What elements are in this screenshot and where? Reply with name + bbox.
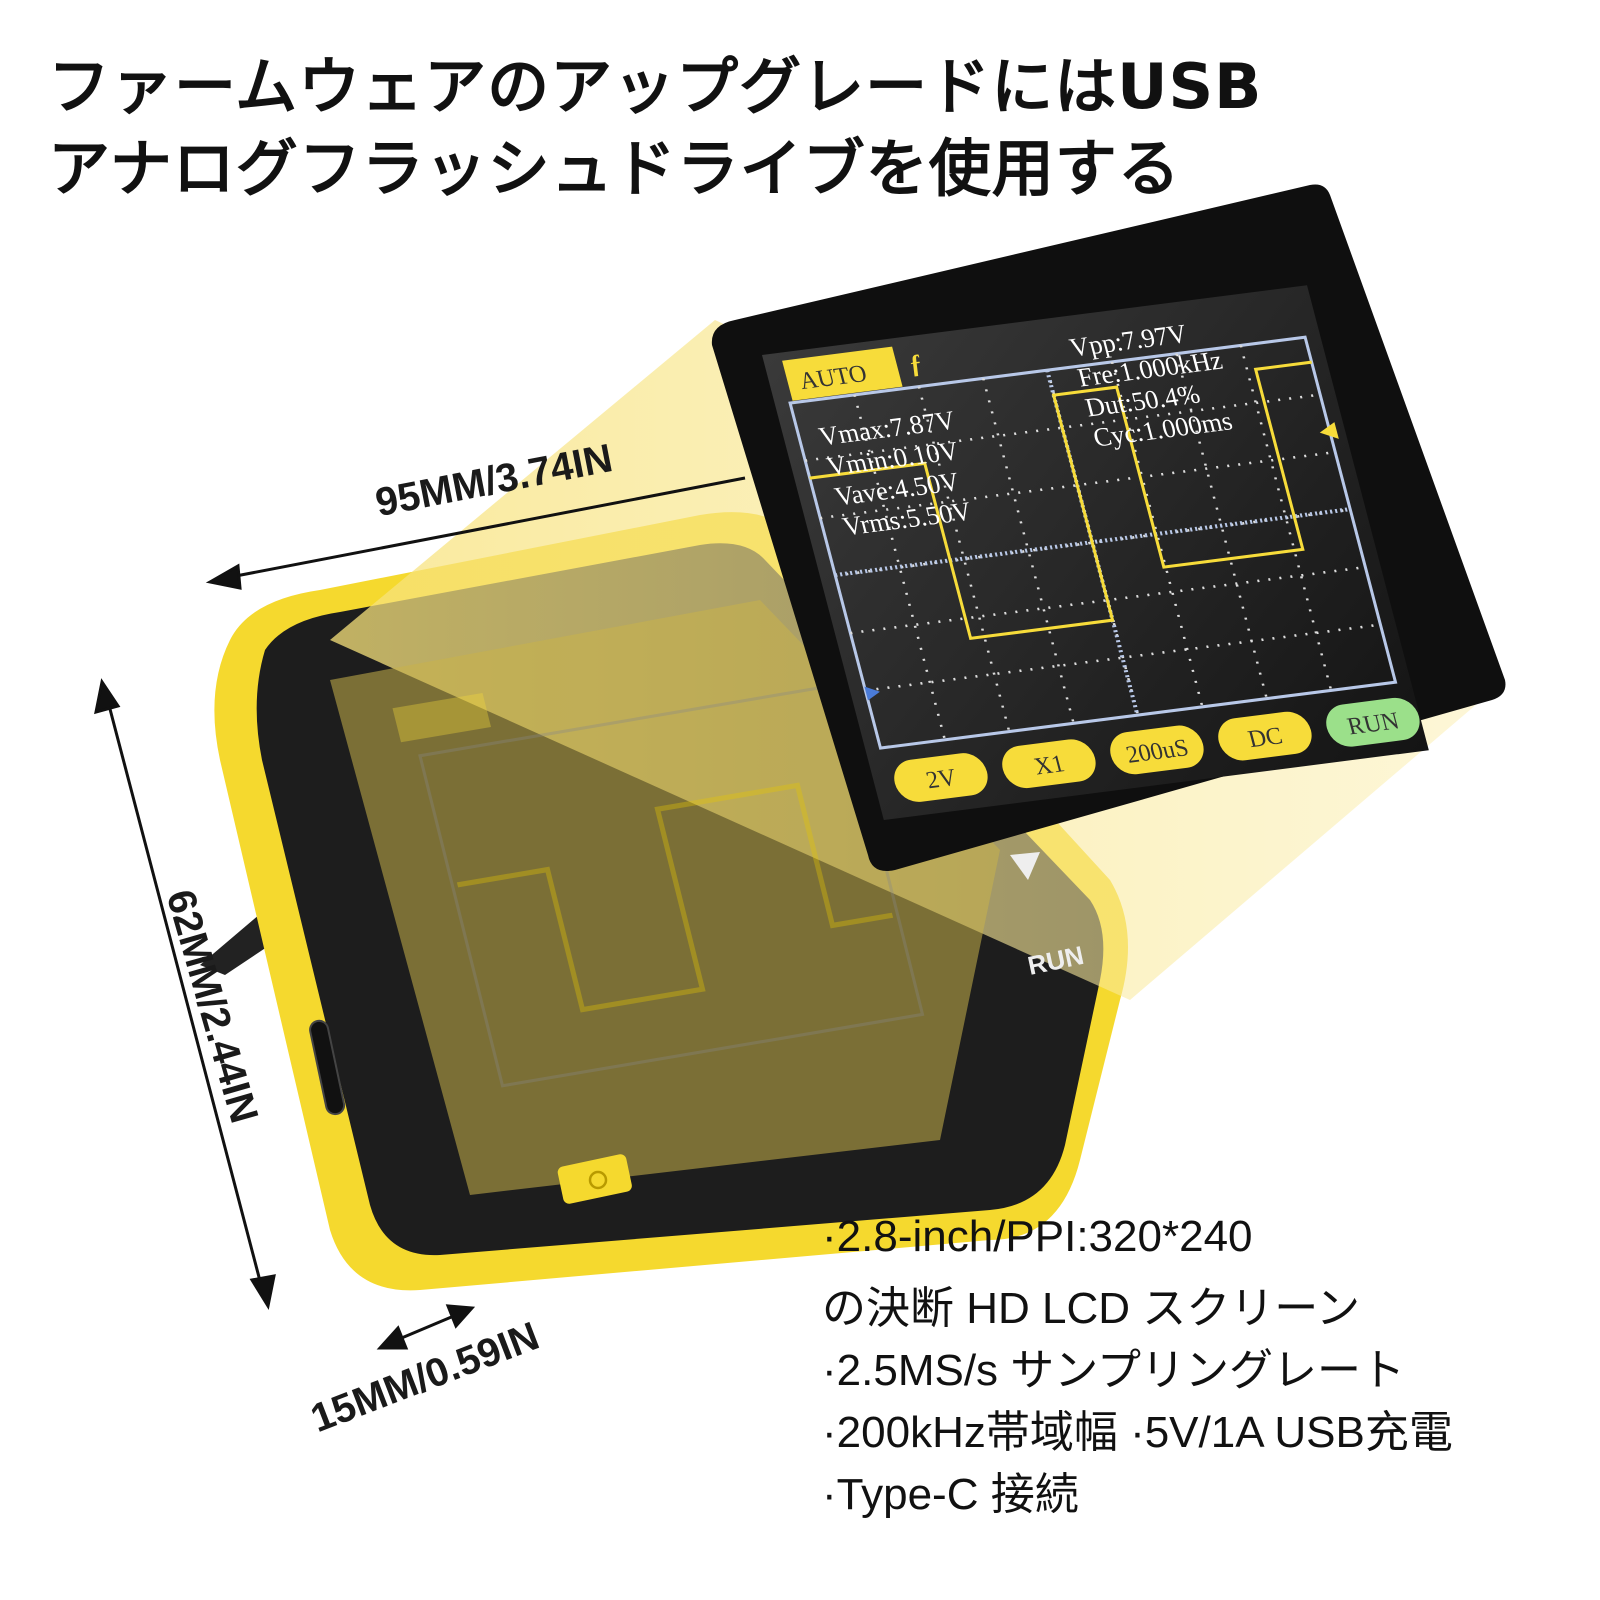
grid-line-vertical	[1110, 361, 1204, 708]
grid-line-vertical	[853, 394, 947, 740]
grid-line-horizontal	[804, 393, 1321, 462]
screen-button-2v[interactable]: 2V	[889, 751, 992, 805]
graticule-grid	[804, 345, 1381, 740]
grid-line-horizontal	[834, 508, 1351, 577]
spec-line-4: ·200kHz帯域幅 ·5V/1A USB充電	[822, 1408, 1453, 1457]
headline-line-2: アナログフラッシュドライブを使用する	[48, 132, 1181, 205]
mode-badge[interactable]	[782, 346, 903, 401]
measurements-left: Vmax:7.87V Vmin:0.10V Vave:4.50V Vrms:5.…	[816, 405, 975, 542]
grid-line-vertical	[981, 378, 1075, 724]
grid-line-horizontal	[865, 623, 1381, 692]
screen-button-label: X1	[1031, 750, 1067, 780]
screen-button-200us[interactable]: 200uS	[1105, 723, 1208, 777]
power-button[interactable]	[557, 1153, 633, 1205]
center-horizontal-axis	[834, 507, 1351, 578]
down-button-icon	[1010, 852, 1040, 880]
ghost-screen-content	[392, 682, 925, 1088]
spec-line-5: ·Type-C 接続	[822, 1470, 1079, 1519]
grid-line-horizontal	[819, 450, 1336, 520]
grid-line-vertical	[917, 386, 1011, 732]
measurements-right: Vpp:7.97V Fre:1.000kHz Dut:50.4% Cyc:1.0…	[1066, 318, 1235, 452]
ghost-screen	[330, 600, 1000, 1195]
spec-line-1: ·2.8-inch/PPI:320*240	[822, 1212, 1253, 1261]
dimension-arrows	[94, 476, 746, 1350]
spec-line-2: の決断 HD LCD スクリーン	[822, 1284, 1361, 1333]
screen-button-x1[interactable]: X1	[997, 737, 1100, 791]
screen-button-run[interactable]: RUN	[1321, 695, 1424, 749]
graticule-border	[788, 335, 1398, 750]
waveform-trace	[809, 360, 1313, 641]
spec-line-3: ·2.5MS/s サンプリングレート	[822, 1346, 1405, 1395]
ground-marker-icon: ▶	[863, 681, 882, 702]
screen-button-label: DC	[1245, 722, 1285, 753]
screen-button-dc[interactable]: DC	[1213, 709, 1316, 763]
headline-line-1: ファームウェアのアップグレードにはUSB	[48, 50, 1263, 123]
power-icon	[588, 1170, 608, 1190]
trigger-level-marker-icon: ◀	[1316, 417, 1339, 444]
screen-buttons: 2V X1 200uS DC RUN	[889, 695, 1424, 805]
screen-button-label: RUN	[1345, 707, 1403, 740]
grid-line-horizontal	[850, 565, 1366, 635]
grid-line-vertical	[1046, 369, 1140, 716]
screen-button-label: 2V	[923, 764, 960, 794]
usb-c-port	[309, 1019, 346, 1116]
oscilloscope-screen: AUTO ƒ ◀ ▶ Vmax:7.87V Vmin:0.10V Vave:4.…	[762, 285, 1429, 820]
grid-line-vertical	[1239, 345, 1333, 691]
